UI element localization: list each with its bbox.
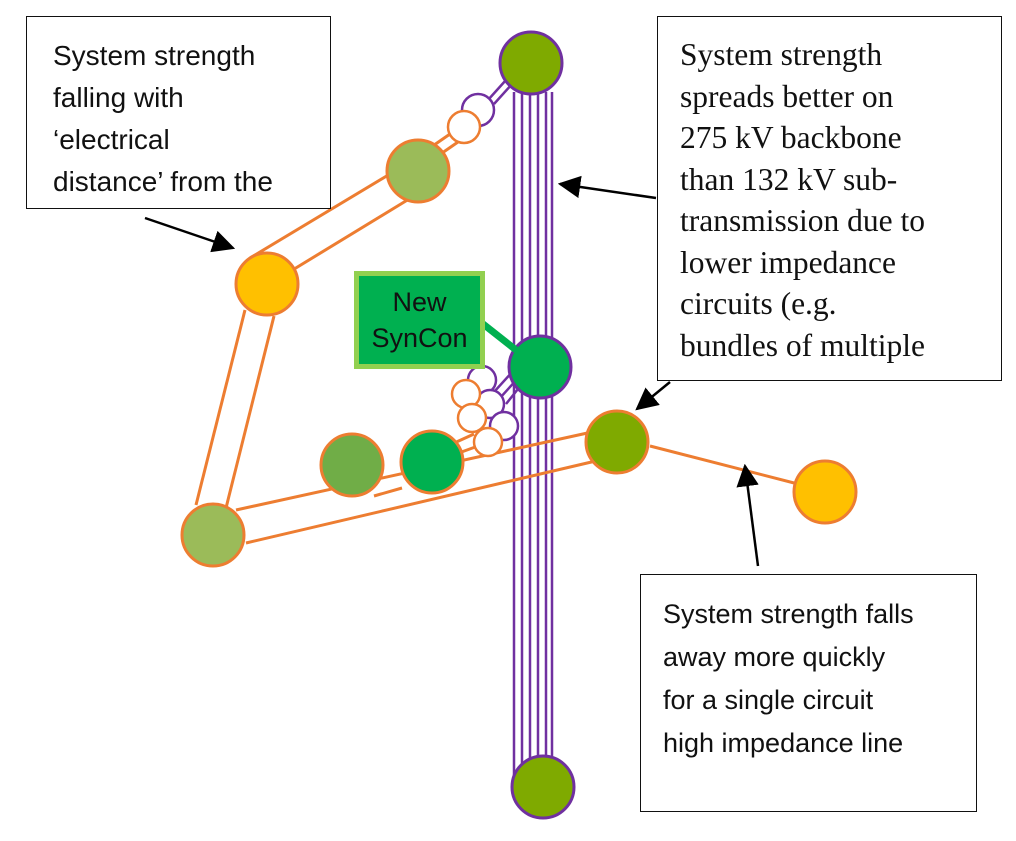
callout-line: bundles of multiple <box>680 327 925 363</box>
callout-line: System strength <box>680 37 883 72</box>
arrow-right-callout <box>557 175 657 200</box>
transformer-top <box>446 92 496 145</box>
syncon-label-line: SynCon <box>371 323 468 353</box>
syncon-label: New SynCon <box>354 271 485 369</box>
callout-single-circuit: System strength falls away more quickly … <box>640 574 977 812</box>
callout-line: distance’ from the <box>53 166 273 197</box>
node-bottom-275kv <box>510 754 576 820</box>
callout-275kv-backbone: System strength spreads better on 275 kV… <box>657 16 1002 381</box>
callout-line: falling with <box>53 82 184 113</box>
callout-line: System strength <box>53 40 256 71</box>
node-top-275kv <box>498 30 564 96</box>
callout-line: spreads better on <box>680 78 894 114</box>
arrow-right-lower-callout <box>635 381 671 411</box>
node-mid-green <box>319 432 385 498</box>
node-olive-right <box>584 409 650 475</box>
node-yellow-left <box>234 251 300 317</box>
callout-line: System strength falls <box>663 599 914 629</box>
arrow-left-callout <box>144 216 236 253</box>
callout-line: ‘electrical <box>53 124 170 155</box>
node-syncon-275kv <box>507 334 573 400</box>
callout-line: circuits (e.g. <box>680 286 837 321</box>
node-olive-upper <box>385 138 451 204</box>
callout-line: 275 kV backbone <box>680 120 902 155</box>
callout-line: transmission due to <box>680 203 925 238</box>
transformer-winding-132kv <box>446 109 482 145</box>
arrow-bottom-callout <box>736 463 760 567</box>
syncon-label-line: New <box>392 287 447 317</box>
callout-line: high impedance line <box>663 728 904 758</box>
node-yellow-right <box>792 459 858 525</box>
top-link-275kv <box>487 79 513 105</box>
callout-line: lower impedance <box>680 244 897 280</box>
callout-arrows <box>144 175 760 567</box>
callout-line: away more quickly <box>663 642 886 672</box>
callout-electrical-distance: System strength falling with ‘electrical… <box>26 16 331 209</box>
callout-line: than 132 kV sub- <box>680 161 898 197</box>
node-bottom-left <box>180 502 246 568</box>
transformer-cluster <box>450 364 520 458</box>
callout-line: for a single circuit <box>663 685 874 715</box>
node-dark-green <box>399 429 465 495</box>
